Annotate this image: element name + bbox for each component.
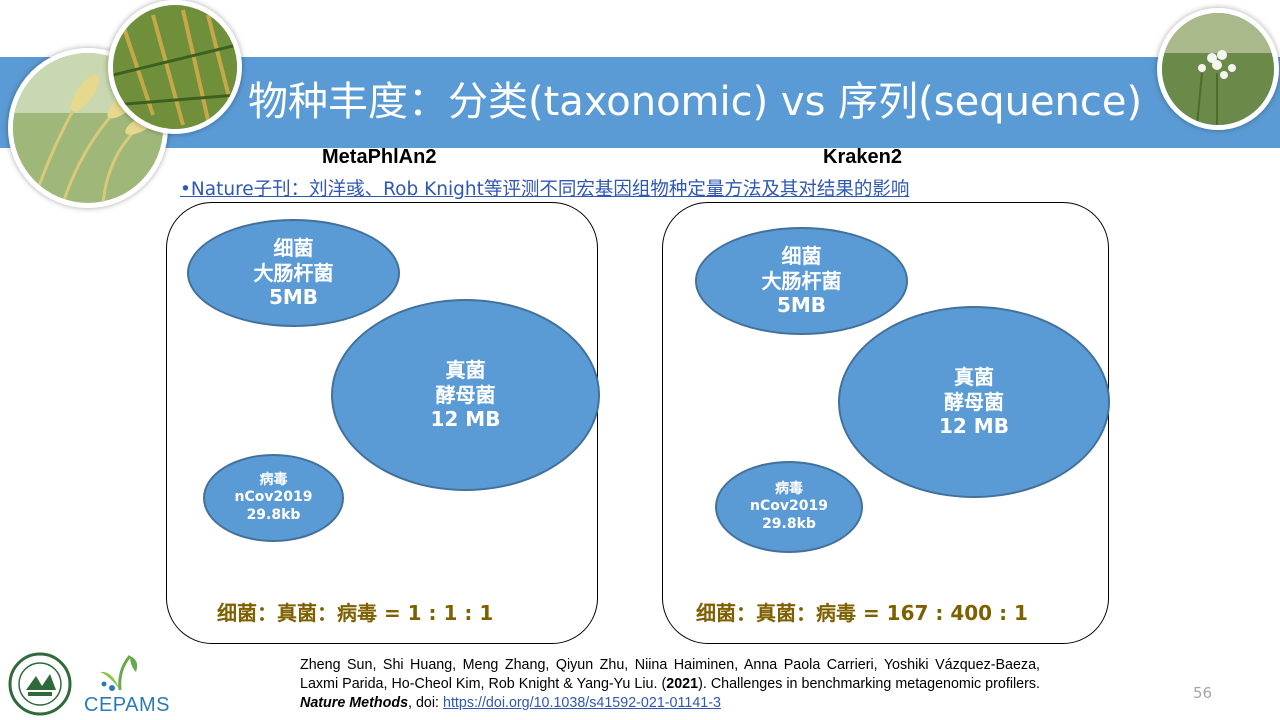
- ratio-kraken2: 细菌：真菌：病毒 = 167 : 400 : 1: [696, 601, 1028, 625]
- page-number: 56: [1193, 684, 1213, 702]
- bubble-label: 29.8kb: [246, 506, 301, 523]
- cepams-leaf-logo: [90, 650, 150, 698]
- bubble-label: 12 MB: [430, 407, 501, 432]
- bubble-label: 大肠杆菌: [761, 268, 842, 293]
- bubble-label: 酵母菌: [435, 382, 496, 407]
- bubble-label: 29.8kb: [762, 515, 816, 532]
- cepams-logo-text: CEPAMS: [84, 694, 170, 716]
- citation-journal: Nature Methods: [300, 695, 409, 711]
- rice-photo: [108, 0, 242, 134]
- panel-header-kraken2: Kraken2: [823, 146, 902, 168]
- doi-link[interactable]: https://doi.org/10.1038/s41592-021-01141…: [443, 695, 721, 711]
- citation-doi-prefix: , doi:: [408, 695, 443, 711]
- bubble-label: 病毒: [259, 472, 288, 489]
- bubble-label: 真菌: [445, 358, 486, 383]
- nature-note-link[interactable]: •Nature子刊：刘洋彧、Rob Knight等评测不同宏基因组物种定量方法及…: [180, 179, 910, 200]
- bubble-label: 5MB: [776, 293, 827, 318]
- bacteria-bubble: 细菌 大肠杆菌 5MB: [187, 219, 400, 327]
- panel-header-metaphlan2: MetaPhlAn2: [322, 146, 437, 168]
- bubble-label: 细菌: [781, 244, 822, 269]
- bubble-label: 酵母菌: [944, 389, 1004, 414]
- bubble-label: 病毒: [775, 481, 803, 498]
- bacteria-bubble: 细菌 大肠杆菌 5MB: [695, 227, 908, 335]
- virus-bubble: 病毒 nCov2019 29.8kb: [715, 461, 863, 553]
- bubble-label: 5MB: [268, 285, 319, 310]
- citation-year: 2021: [666, 676, 699, 692]
- bubble-label: 细菌: [273, 236, 314, 261]
- virus-bubble: 病毒 nCov2019 29.8kb: [203, 454, 344, 542]
- ratio-metaphlan2: 细菌：真菌：病毒 = 1 : 1 : 1: [217, 601, 494, 625]
- flower-photo: [1157, 8, 1279, 130]
- bubble-label: nCov2019: [750, 498, 828, 515]
- citation-authors: Zheng Sun, Shi Huang, Meng Zhang, Qiyun …: [300, 657, 1040, 692]
- panel-kraken2: [662, 202, 1109, 644]
- bubble-label: 大肠杆菌: [253, 260, 334, 285]
- slide-title: 物种丰度：分类(taxonomic) vs 序列(sequence): [248, 79, 1143, 125]
- bubble-label: nCov2019: [234, 489, 313, 506]
- fungi-bubble: 真菌 酵母菌 12 MB: [838, 306, 1110, 498]
- citation-text: ). Challenges in benchmarking metagenomi…: [698, 676, 1040, 692]
- bubble-label: 12 MB: [939, 414, 1009, 439]
- university-seal-logo: [8, 652, 72, 720]
- fungi-bubble: 真菌 酵母菌 12 MB: [331, 299, 600, 491]
- citation: Zheng Sun, Shi Huang, Meng Zhang, Qiyun …: [300, 656, 1040, 713]
- panel-metaphlan2: [166, 202, 598, 644]
- bubble-label: 真菌: [954, 365, 994, 390]
